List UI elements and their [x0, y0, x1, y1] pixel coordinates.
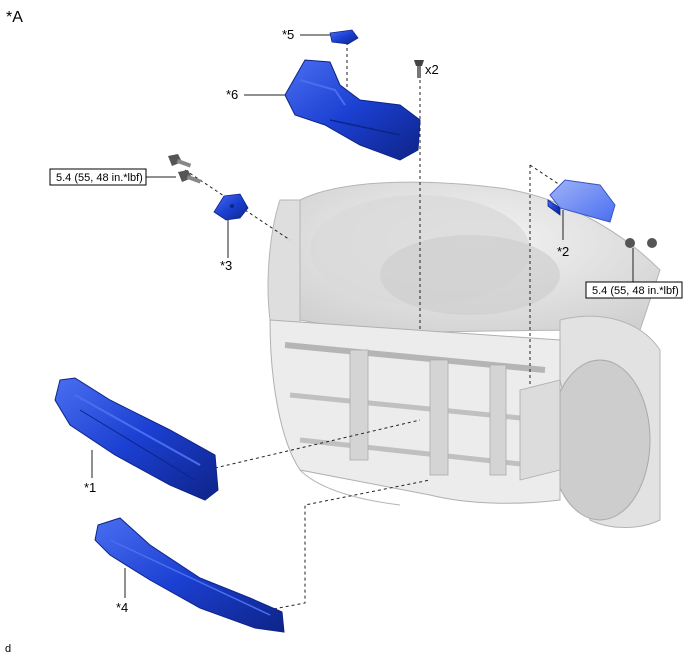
torque-right-text: 5.4 (55, 48 in.*lbf): [592, 285, 679, 297]
callout-lines: [91, 34, 634, 598]
torque-left-text: 5.4 (55, 48 in.*lbf): [56, 172, 143, 184]
callout-3: *3: [220, 258, 232, 273]
callout-2: *2: [557, 244, 569, 259]
part-3-bracket: [213, 193, 249, 221]
callout-5: *5: [282, 27, 294, 42]
footer-code: d: [5, 643, 11, 655]
bolt-x2: [414, 60, 424, 78]
callout-6: *6: [226, 87, 238, 102]
part-5-cap: [329, 29, 359, 45]
callout-4: *4: [116, 600, 128, 615]
bolts-right: [625, 238, 657, 248]
quantity-label: x2: [425, 62, 439, 77]
callout-1: *1: [84, 480, 96, 495]
view-label: *A: [6, 9, 23, 26]
torque-box-left: 5.4 (55, 48 in.*lbf): [49, 168, 147, 186]
part-1-bumper-reinforcement: [54, 377, 219, 501]
vehicle-front-end: [267, 181, 661, 528]
part-2-bracket: [547, 179, 616, 223]
torque-box-right: 5.4 (55, 48 in.*lbf): [585, 281, 683, 299]
part-6-upper-bracket: [284, 59, 421, 161]
part-4-lower-absorber: [94, 517, 285, 633]
bolts-left: [168, 154, 202, 184]
